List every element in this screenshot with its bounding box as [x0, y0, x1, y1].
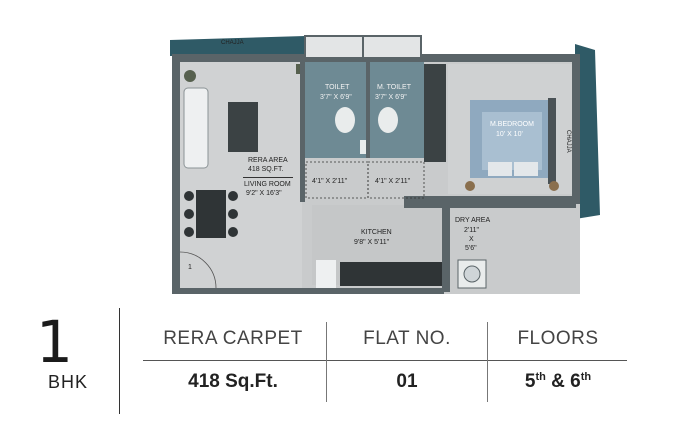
flat-no-value: 01: [396, 371, 418, 392]
chajja-top-label: CHAJJA: [221, 40, 244, 46]
living-room-label: LIVING ROOM: [244, 181, 291, 188]
column-divider-2: [487, 322, 488, 402]
passage-left-size: 4'1" X 2'11": [312, 178, 348, 185]
floors-first: 5: [524, 371, 536, 392]
toilet-size: 3'7" X 6'9": [320, 94, 352, 101]
dry-area-height: 5'6": [465, 245, 477, 252]
bedroom-size: 10' X 10': [496, 131, 523, 138]
wardrobe: [424, 64, 446, 162]
floors-value: 5th & 6th: [488, 371, 628, 393]
rera-area-label: RERA AREA: [248, 157, 288, 164]
floor-plan-drawing: [170, 35, 600, 294]
floors-mid: & 6: [545, 371, 581, 392]
m-toilet-label: M. TOILET: [377, 84, 411, 91]
dry-area-label: DRY AREA: [455, 217, 491, 224]
m-toilet-room: [370, 62, 424, 158]
flat-no-header: FLAT NO.: [363, 328, 451, 349]
rera-carpet-value: 418 Sq.Ft.: [188, 371, 278, 392]
bedroom-label: M.BEDROOM: [490, 121, 534, 128]
living-room-size: 9'2" X 16'3": [246, 190, 282, 197]
floors-first-suffix: th: [535, 371, 546, 383]
toilet-label: TOILET: [325, 84, 350, 91]
chajja-right-label: CHAJJA: [565, 130, 571, 153]
passage-right-size: 4'1" X 2'11": [375, 178, 411, 185]
unit-number: 1: [36, 308, 73, 376]
dining-table: [196, 190, 226, 238]
sofa: [183, 87, 209, 169]
rera-divider: [243, 177, 293, 178]
chajja-top-band: [170, 36, 305, 56]
rera-area-size: 418 SQ.FT.: [248, 166, 284, 173]
passage-right: [367, 161, 425, 199]
floors-header: FLOORS: [517, 328, 599, 349]
summary-horizontal-divider: [143, 360, 627, 361]
kitchen-size: 9'8" X 5'11": [354, 239, 390, 246]
entry-number: 1: [188, 264, 192, 271]
column-divider-1: [326, 322, 327, 402]
kitchen-label: KITCHEN: [361, 229, 392, 236]
floors-second-suffix: th: [580, 371, 592, 383]
entry-door: [179, 251, 217, 289]
summary-vertical-divider: [119, 308, 120, 414]
rera-carpet-header: RERA CARPET: [163, 328, 303, 349]
kitchen-counter: [340, 262, 442, 286]
m-toilet-size: 3'7" X 6'9": [375, 94, 407, 101]
unit-type: BHK: [48, 372, 89, 392]
floor-plan: CHAJJA CHAJJA TOILET 3'7" X 6'9" M. TOIL…: [170, 35, 600, 294]
dry-area-x: X: [469, 236, 474, 243]
toilet-room: [304, 62, 366, 158]
dry-area-width: 2'11": [464, 227, 479, 234]
